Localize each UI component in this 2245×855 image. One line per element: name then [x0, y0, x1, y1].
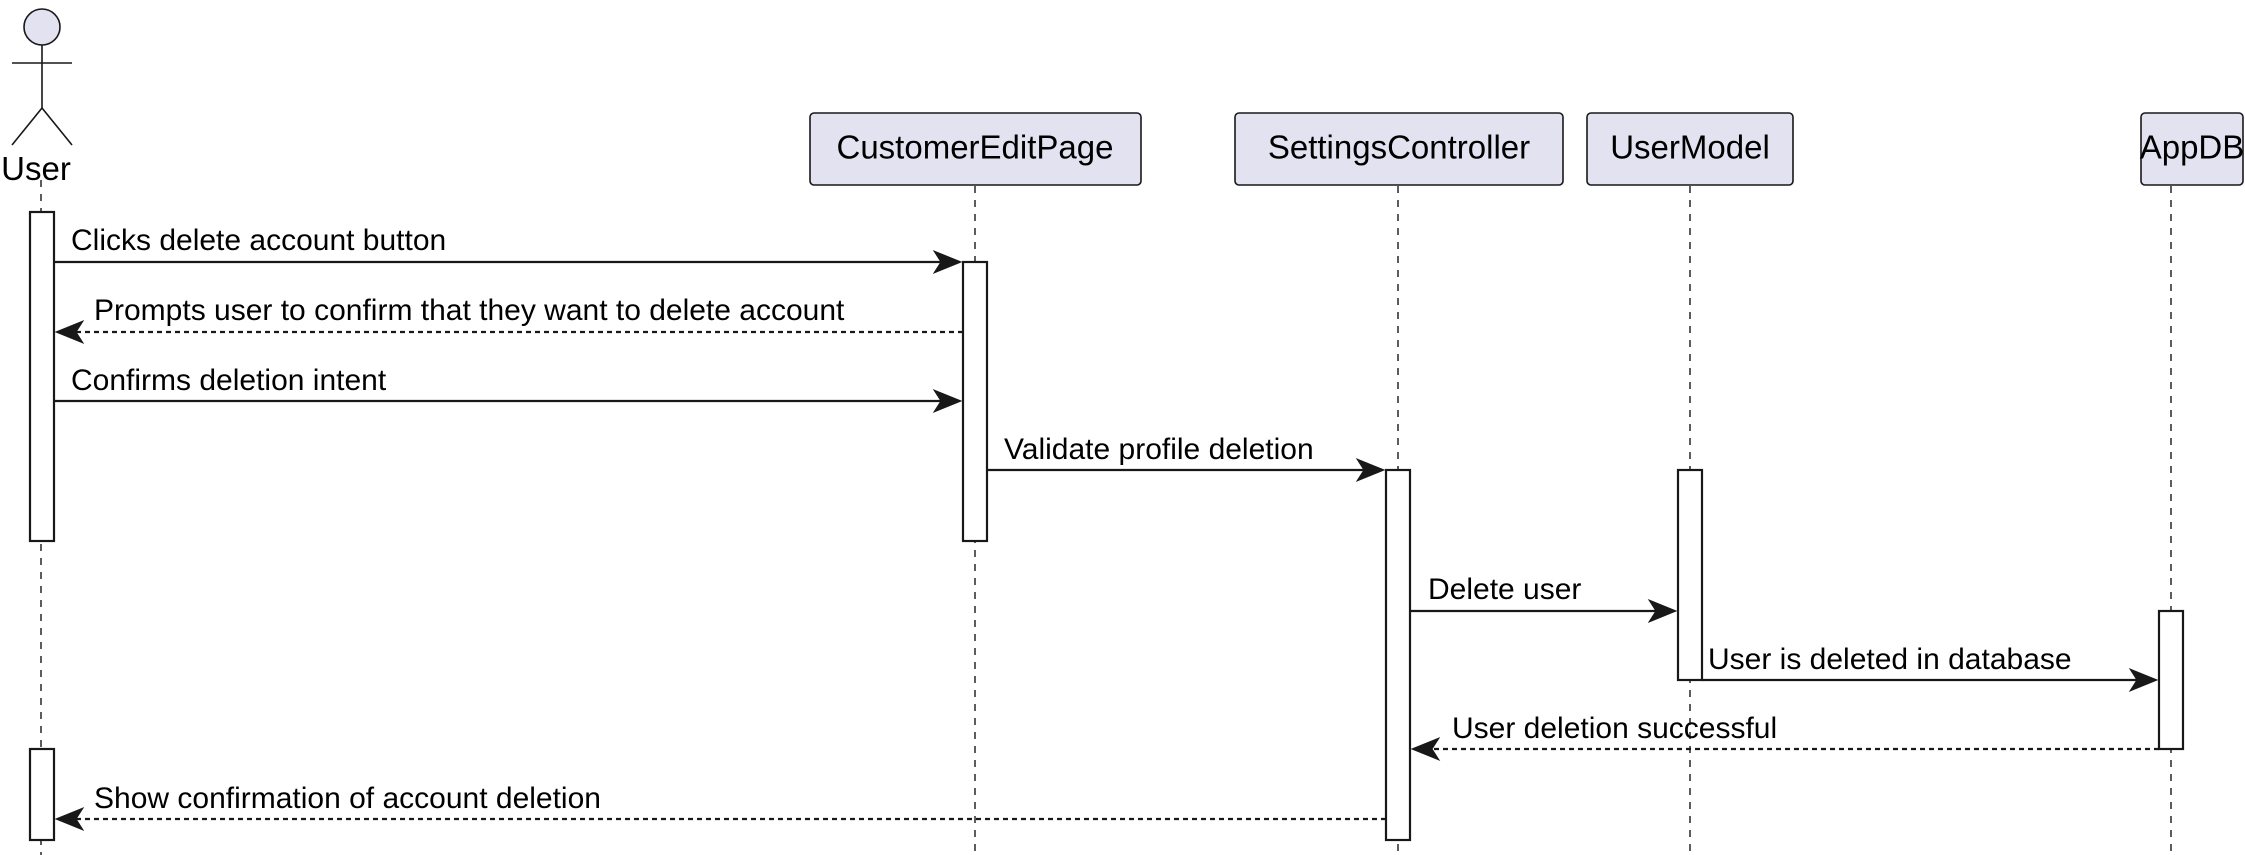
message-8: Show confirmation of account deletion	[54, 782, 1386, 832]
arrow-left-icon	[1410, 736, 1441, 762]
actor-right-leg	[41, 107, 73, 146]
activation-customereditpage	[961, 260, 989, 543]
message-6: User is deleted in database	[1702, 643, 2159, 693]
actor-head-icon	[23, 8, 61, 46]
arrow-right-icon	[1647, 598, 1678, 624]
activation-user-1	[28, 210, 56, 543]
message-4: Validate profile deletion	[987, 433, 1386, 483]
activation-usermodel	[1676, 468, 1704, 682]
participant-appdb: AppDB	[2140, 112, 2245, 186]
message-5-label: Delete user	[1428, 573, 1581, 606]
message-7: User deletion successful	[1410, 712, 2159, 762]
arrow-right-icon	[1355, 457, 1386, 483]
participant-settingscontroller: SettingsController	[1234, 112, 1564, 186]
participant-customereditpage: CustomerEditPage	[809, 112, 1142, 186]
message-1-label: Clicks delete account button	[71, 224, 446, 257]
message-3-label: Confirms deletion intent	[71, 364, 387, 397]
message-7-label: User deletion successful	[1452, 712, 1777, 745]
message-3: Confirms deletion intent	[54, 364, 963, 414]
participant-settingscontroller-label: SettingsController	[1268, 129, 1530, 166]
message-8-label: Show confirmation of account deletion	[94, 782, 601, 815]
activation-user-2	[28, 747, 56, 842]
activation-settingscontroller	[1384, 468, 1412, 842]
arrow-right-icon	[2128, 667, 2159, 693]
message-4-label: Validate profile deletion	[1004, 433, 1314, 466]
actor-user-label: User	[1, 150, 71, 187]
message-1: Clicks delete account button	[54, 224, 963, 275]
message-5: Delete user	[1410, 573, 1678, 624]
participant-customereditpage-label: CustomerEditPage	[837, 129, 1114, 166]
message-2: Prompts user to confirm that they want t…	[54, 294, 963, 345]
arrow-left-icon	[54, 319, 85, 345]
arrow-left-icon	[54, 806, 85, 832]
message-2-label: Prompts user to confirm that they want t…	[94, 294, 845, 327]
arrow-right-icon	[932, 249, 963, 275]
arrow-right-icon	[932, 388, 963, 414]
participant-appdb-label: AppDB	[2140, 129, 2245, 166]
participant-usermodel: UserModel	[1586, 112, 1794, 186]
actor-user: User	[1, 8, 73, 187]
actor-left-leg	[11, 107, 43, 146]
participant-usermodel-label: UserModel	[1610, 129, 1770, 166]
activation-appdb	[2157, 609, 2185, 751]
message-6-label: User is deleted in database	[1708, 643, 2072, 676]
